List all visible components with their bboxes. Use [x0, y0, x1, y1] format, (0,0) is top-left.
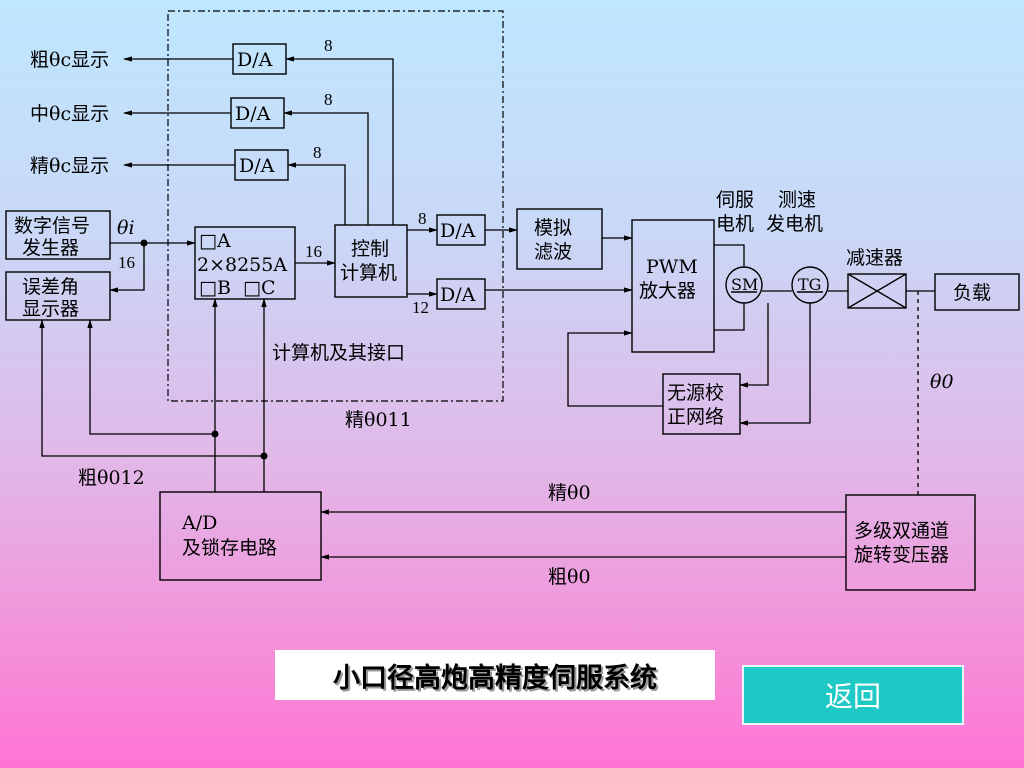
fine-theta-label: 精θ0 — [548, 482, 591, 504]
servo-motor-line1: 伺服 — [716, 189, 754, 211]
back-button[interactable]: 返回 — [742, 665, 964, 725]
analog-filter-box — [516, 208, 603, 270]
da-label-mid: D/A — [235, 103, 271, 125]
ad-line1: A/D — [181, 512, 217, 534]
computer-interface-boundary — [167, 10, 504, 402]
theta-0-label: θ0 — [930, 371, 954, 393]
digital-gen-line1: 数字信号 — [14, 215, 90, 237]
bit-label-fine: 8 — [313, 143, 322, 162]
pwm-line1: PWM — [646, 256, 698, 278]
tacho-line2: 发电机 — [766, 213, 823, 235]
reducer-cross — [847, 273, 907, 309]
da-label-fine: D/A — [239, 155, 275, 177]
passive-network-box — [662, 373, 741, 435]
ppi-line1: □A — [199, 230, 231, 252]
pwm-line2: 放大器 — [639, 280, 696, 302]
reducer-label: 减速器 — [846, 247, 903, 269]
pwm-amplifier-box — [631, 219, 715, 353]
theta-i-label: θi — [117, 217, 135, 239]
passive-net-line1: 无源校 — [667, 382, 724, 404]
control-computer-line2: 计算机 — [340, 262, 397, 284]
resolver-line1: 多级双通道 — [854, 520, 949, 542]
bit-label-ppi: 16 — [305, 242, 322, 261]
display-mid-label: 中θc显示 — [30, 103, 109, 125]
analog-filter-line1: 模拟 — [534, 217, 572, 239]
control-computer-line1: 控制 — [351, 238, 389, 260]
ad-latch-box — [159, 491, 322, 581]
analog-filter-line2: 滤波 — [534, 241, 572, 263]
display-fine-label: 精θc显示 — [30, 155, 109, 177]
load-box — [934, 273, 1020, 311]
resolver-box — [845, 494, 976, 591]
da-label-12bit: D/A — [440, 284, 476, 306]
load-label: 负载 — [953, 282, 991, 304]
da-label-coarse: D/A — [237, 49, 273, 71]
ppi-line2: 2×8255A — [197, 254, 287, 276]
error-display-line1: 误差角 — [22, 276, 79, 298]
bit-label-mid: 8 — [324, 90, 333, 109]
da-label-8bit: D/A — [440, 220, 476, 242]
bit-label-coarse: 8 — [324, 36, 333, 55]
error-display-line2: 显示器 — [22, 298, 79, 320]
coarse-theta-label: 粗θ0 — [548, 566, 591, 588]
bit-label-da8: 8 — [418, 209, 427, 228]
ppi-line3: □B □C — [199, 277, 275, 299]
page-title: 小口径高炮高精度伺服系统 — [275, 650, 715, 700]
ad-line2: 及锁存电路 — [182, 537, 277, 559]
computer-interface-label: 计算机及其接口 — [272, 342, 405, 364]
tg-label: TG — [798, 275, 821, 294]
digital-gen-line2: 发生器 — [22, 237, 79, 259]
bit-label-da12: 12 — [412, 298, 429, 317]
fine-theta-11-label: 精θ011 — [345, 409, 412, 431]
passive-net-line2: 正网络 — [667, 406, 724, 428]
tacho-line1: 测速 — [778, 189, 816, 211]
error-angle-display-box — [5, 271, 111, 321]
coarse-theta-12-label: 粗θ012 — [78, 467, 145, 489]
control-computer-box — [334, 224, 408, 298]
display-coarse-label: 粗θc显示 — [30, 49, 109, 71]
digital-signal-generator-box — [5, 210, 111, 260]
sm-label: SM — [731, 275, 758, 294]
bit-label-gen: 16 — [118, 253, 135, 272]
servo-motor-line2: 电机 — [716, 213, 754, 235]
resolver-line2: 旋转变压器 — [854, 544, 949, 566]
